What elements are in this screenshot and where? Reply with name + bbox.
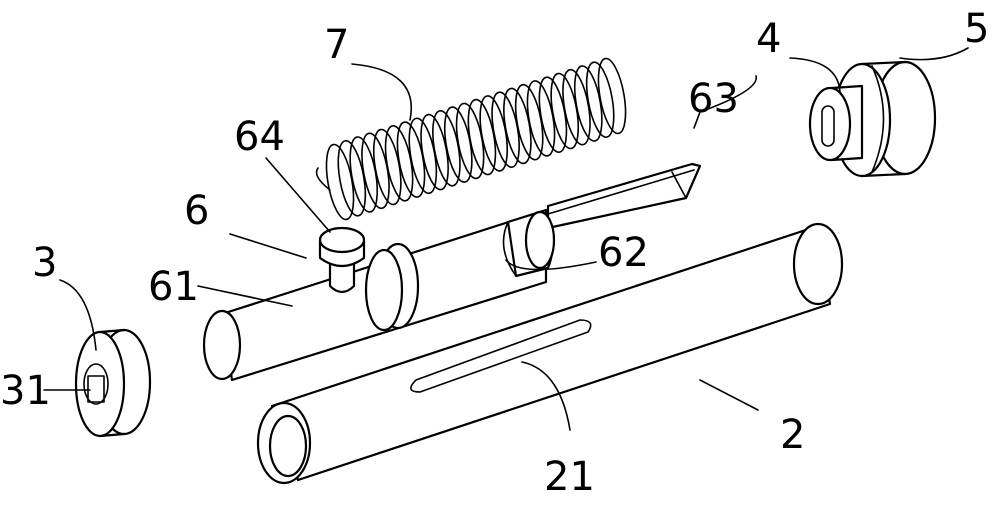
part-pin-64 [318, 226, 366, 294]
label-62: 62 [598, 230, 649, 276]
part-sleeve-62 [502, 210, 556, 278]
spring-coil [597, 57, 627, 135]
label-7: 7 [324, 22, 349, 68]
label-3: 3 [32, 240, 57, 286]
part-labels: 7 63 4 5 64 6 61 62 3 31 21 2 [0, 6, 989, 500]
leader-lines [43, 47, 969, 431]
part-tube-2 [256, 222, 844, 485]
part-spring-7 [315, 57, 627, 221]
part-end-cap-3 [74, 328, 152, 438]
label-64: 64 [234, 114, 285, 160]
label-6: 6 [184, 188, 209, 234]
label-4: 4 [756, 16, 781, 62]
spring-coil [585, 61, 615, 138]
spring-tail [315, 167, 331, 191]
label-63: 63 [688, 76, 739, 122]
label-61: 61 [148, 264, 199, 310]
label-2: 2 [780, 412, 805, 458]
part-blade-63 [546, 162, 702, 230]
label-21: 21 [544, 454, 595, 500]
label-31: 31 [0, 368, 51, 414]
part-end-cap-4-5 [808, 60, 937, 178]
label-5: 5 [964, 6, 989, 52]
part-collar-6 [364, 242, 420, 332]
